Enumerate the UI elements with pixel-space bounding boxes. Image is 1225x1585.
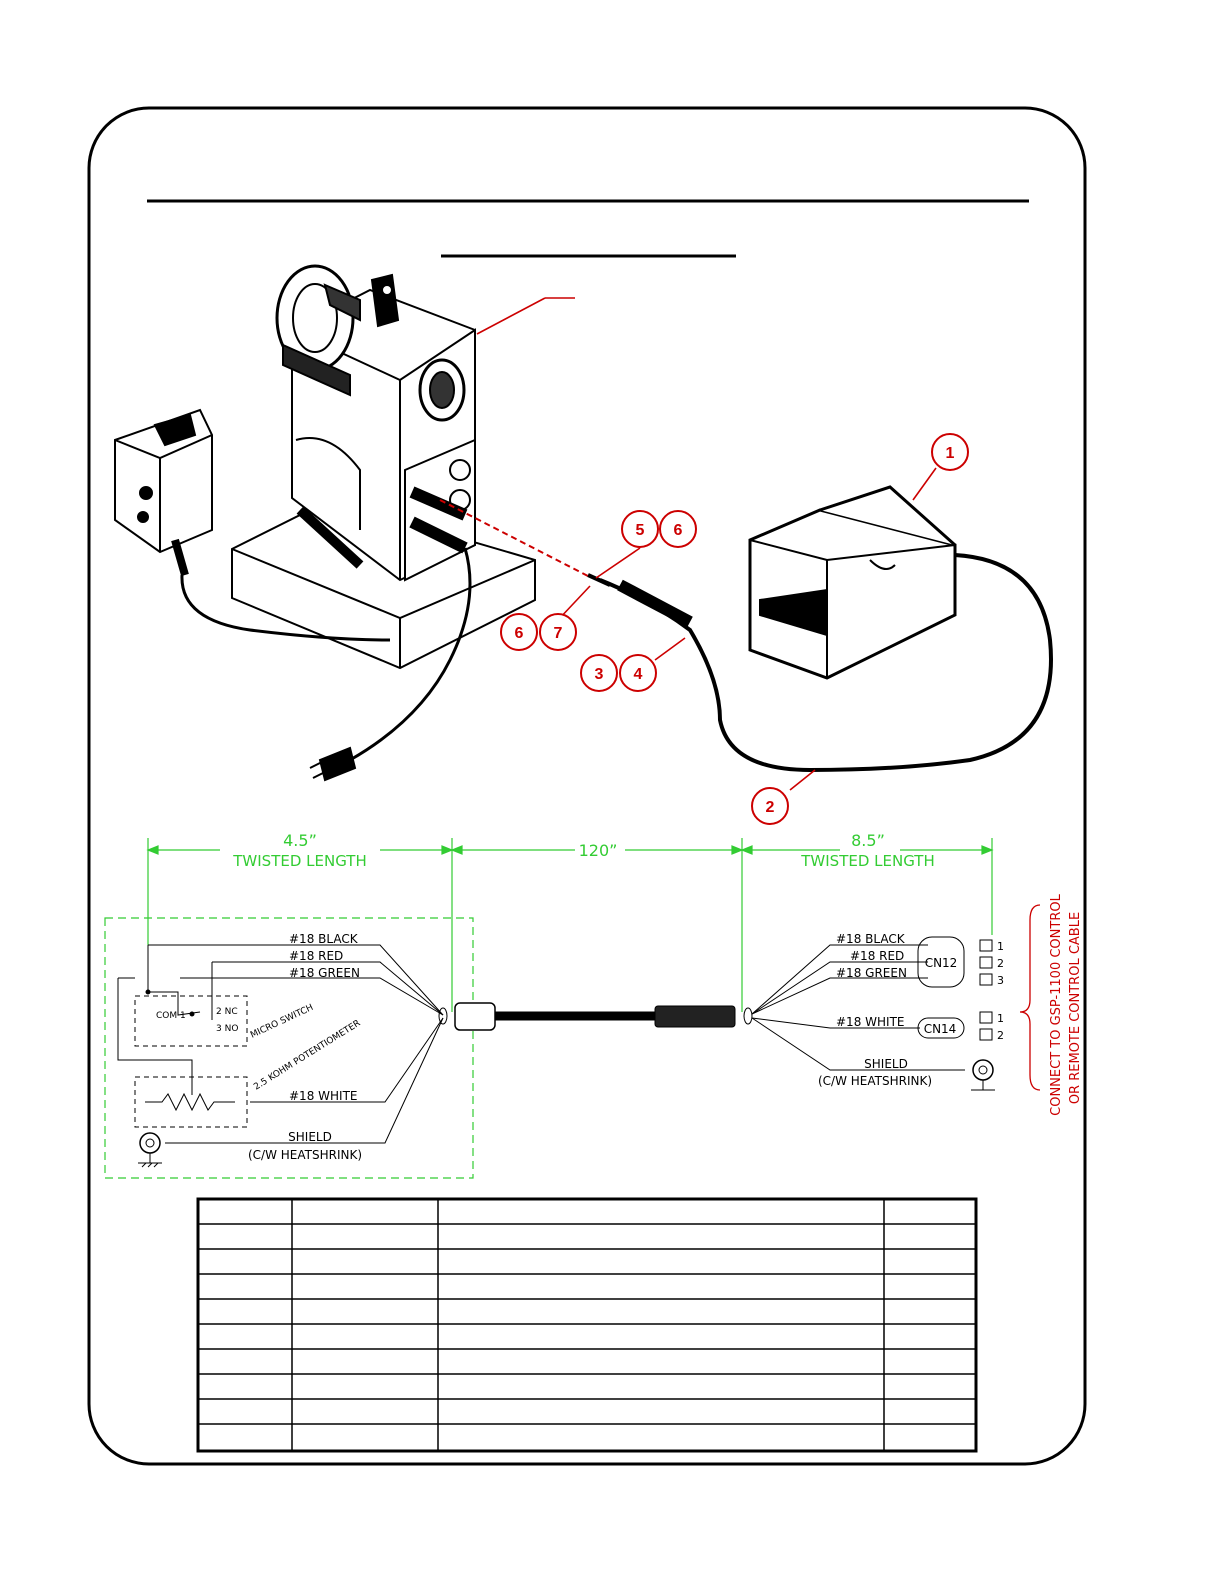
left-wire-red: #18 RED (289, 949, 343, 963)
svg-text:4: 4 (634, 666, 643, 683)
svg-text:3: 3 (595, 666, 604, 683)
potentiometer-box (134, 1076, 248, 1128)
micro-switch-box (134, 995, 248, 1047)
switch-nc-label: 2 NC (216, 1007, 238, 1017)
leader-lines (476, 297, 937, 791)
right-wiring (751, 936, 995, 1091)
connector-dash-line (439, 499, 589, 577)
top-bracket (370, 273, 400, 328)
svg-text:6: 6 (515, 625, 524, 642)
potentiometer-symbol (145, 1092, 235, 1112)
left-wire-black: #18 BLACK (289, 932, 359, 946)
schematic-cable (438, 1002, 753, 1031)
right-wire-green: #18 GREEN (836, 966, 907, 980)
callout-2: 2 (751, 787, 789, 825)
power-plug (318, 746, 357, 782)
dim-left-caption: TWISTED LENGTH (232, 852, 366, 870)
cn14-connector (917, 1017, 965, 1039)
left-wiring (117, 944, 444, 1168)
left-ground-lug (139, 1132, 161, 1154)
sheet-border (87, 106, 1087, 1466)
parts-table (196, 1197, 978, 1453)
carry-handle (282, 343, 351, 397)
right-shield: SHIELD (864, 1057, 908, 1071)
callout-1: 1 (931, 433, 969, 471)
assembly-illustration (114, 264, 1053, 782)
svg-text:1: 1 (946, 445, 955, 462)
left-wire-white: #18 WHITE (289, 1089, 357, 1103)
panel-connector-upper (409, 486, 468, 521)
left-cable-gland (454, 1002, 496, 1031)
connect-note-2: OR REMOTE CONTROL CABLE (1068, 912, 1083, 1104)
dim-right-length: 8.5” (851, 831, 885, 850)
svg-text:2: 2 (766, 799, 775, 816)
cn12-pin-1: 1 (997, 940, 1004, 953)
cn12-pin-3: 3 (997, 974, 1004, 987)
dim-middle-length: 120” (579, 841, 618, 860)
switch-no-label: 3 NO (216, 1024, 238, 1034)
micro-switch-label: MICRO SWITCH (249, 1003, 315, 1041)
dimension-lines (104, 838, 994, 1179)
right-ground-lug (972, 1059, 994, 1081)
power-cable (349, 547, 472, 762)
callout-7: 7 (539, 613, 577, 651)
right-wire-white: #18 WHITE (836, 1015, 904, 1029)
dim-left-length: 4.5” (283, 831, 317, 850)
right-shield-note: (C/W HEATSHRINK) (818, 1074, 932, 1088)
cable-connector-plug (617, 579, 693, 628)
panel-connector-lower (409, 516, 468, 554)
callout-4: 4 (619, 654, 657, 692)
svg-text:6: 6 (674, 522, 683, 539)
callout-6-lower: 6 (500, 613, 538, 651)
assembly-cable (599, 553, 1053, 773)
cn14-label: CN14 (924, 1022, 957, 1036)
svg-text:5: 5 (636, 522, 645, 539)
left-shield-note: (C/W HEATSHRINK) (248, 1148, 362, 1162)
switch-com-label: COM 1 (156, 1011, 186, 1021)
right-cable-connector (654, 1005, 736, 1028)
left-shield: SHIELD (288, 1130, 332, 1144)
cn14-pin-1: 1 (997, 1012, 1004, 1025)
right-wire-red: #18 RED (850, 949, 904, 963)
cn12-label: CN12 (925, 956, 958, 970)
left-enclosure-dashed (104, 917, 474, 1179)
svg-text:7: 7 (554, 625, 563, 642)
callout-6-upper: 6 (659, 510, 697, 548)
connect-brace (1019, 904, 1041, 1091)
left-wire-green: #18 GREEN (289, 966, 360, 980)
foot-pedal (748, 485, 957, 680)
cn12-pin-2: 2 (997, 957, 1004, 970)
dim-right-caption: TWISTED LENGTH (800, 852, 934, 870)
callout-3: 3 (580, 654, 618, 692)
crank-arm (296, 506, 364, 569)
callouts: 1 2 3 4 5 6 6 7 (500, 433, 969, 825)
callout-5: 5 (621, 510, 659, 548)
cn12-connector (917, 936, 965, 988)
cn14-pin-2: 2 (997, 1029, 1004, 1042)
right-wire-black: #18 BLACK (836, 932, 906, 946)
connect-note-1: CONNECT TO GSP-1100 CONTROL (1049, 893, 1064, 1115)
pedal-tread (759, 588, 828, 637)
remote-cable (180, 574, 391, 642)
